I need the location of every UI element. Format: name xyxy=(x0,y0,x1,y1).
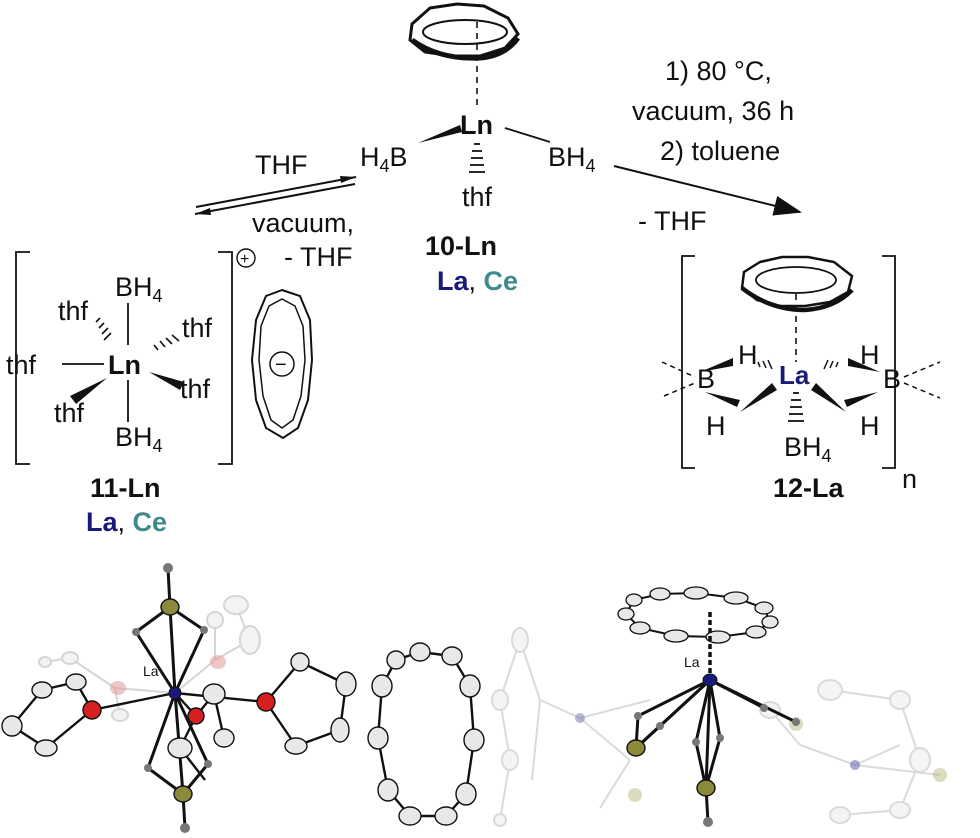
cot-ring-top xyxy=(408,2,521,61)
compound-10-structure: Ln H4B BH4 thf xyxy=(360,2,596,212)
crystal-left-la-label: La xyxy=(143,663,159,679)
compound-11-structure: + BH4 Ln BH4 thf thf thf thf thf xyxy=(6,248,314,465)
thf-upper-left-11: thf xyxy=(58,296,89,326)
bh4-bottom-12: BH4 xyxy=(784,432,832,466)
compound-11-variants: La, Ce xyxy=(86,507,167,537)
h4b-ligand-10: H4B xyxy=(360,142,408,176)
equilibrium-arrow xyxy=(194,176,357,215)
metal-ln-10: Ln xyxy=(460,110,493,140)
h-right-lower-12: H xyxy=(860,411,880,441)
compound-10-variants: La, Ce xyxy=(437,266,518,296)
repeat-n: n xyxy=(902,464,917,494)
thf-left-11: thf xyxy=(6,350,37,380)
h-left-upper-12: H xyxy=(738,340,758,370)
compound-10-name: 10-Ln xyxy=(425,231,497,261)
condition-3: 2) toluene xyxy=(660,136,780,166)
crystal-structure-right: La xyxy=(491,586,947,827)
bh4-ligand-10: BH4 xyxy=(548,142,596,176)
cation-charge: + xyxy=(240,251,249,268)
bh4-bottom-11: BH4 xyxy=(115,422,163,456)
arrow-top-label-thf: THF xyxy=(255,150,307,180)
h-left-lower-12: H xyxy=(706,411,726,441)
crystal-right-la-label: La xyxy=(684,654,700,670)
metal-la-12: La xyxy=(779,360,810,390)
thf-10: thf xyxy=(462,182,493,212)
bh4-top-11: BH4 xyxy=(115,272,163,306)
reaction-arrow-right xyxy=(613,165,802,216)
condition-2: vacuum, 36 h xyxy=(632,96,794,126)
condition-1: 1) 80 °C, xyxy=(665,56,772,86)
anion-charge: − xyxy=(275,354,287,376)
cot-ring-12 xyxy=(740,255,854,313)
h-right-upper-12: H xyxy=(860,340,880,370)
compound-12-structure: La B H H B H H xyxy=(661,255,941,494)
arrow-bottom-label-minus-thf: - THF xyxy=(284,242,353,272)
compound-11-name: 11-Ln xyxy=(90,473,161,503)
metal-ln-11: Ln xyxy=(108,350,141,380)
cot-anion: − xyxy=(250,288,314,440)
compound-12-name: 12-La xyxy=(773,473,845,503)
thf-upper-right-11: thf xyxy=(182,313,213,343)
thf-lower-left-11: thf xyxy=(54,398,85,428)
boron-right-12: B xyxy=(883,364,901,394)
arrow-bottom-label-vacuum: vacuum, xyxy=(252,208,354,238)
crystal-structure-left: La xyxy=(1,563,485,833)
thf-lower-right-11: thf xyxy=(180,374,211,404)
arrow-right-below-label: - THF xyxy=(638,206,707,236)
